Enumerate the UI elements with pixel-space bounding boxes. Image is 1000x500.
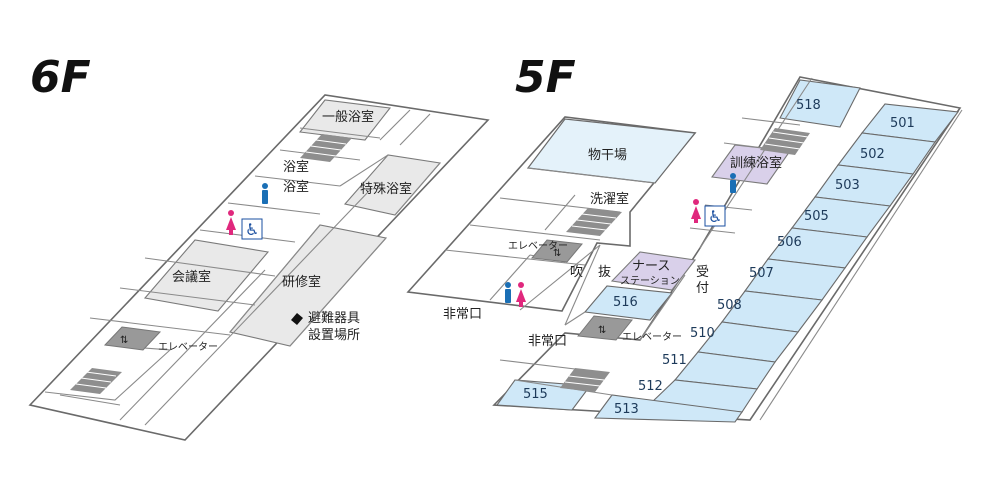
room-nurse-station[interactable] — [610, 251, 697, 291]
label-nuke: 抜 — [598, 264, 611, 280]
male-icon — [505, 282, 511, 303]
label-tsuke: 付 — [696, 281, 709, 296]
label-ippan-yokushitsu: 一般浴室 — [322, 109, 374, 125]
female-icon — [691, 199, 701, 223]
label-elevator-6f: エレベーター — [158, 341, 218, 353]
label-nurse-1: ナース — [632, 259, 670, 274]
label-yokushitsu-1: 浴室 — [283, 159, 309, 175]
room-number-511: 511 — [662, 353, 687, 368]
room-number-501: 501 — [890, 116, 915, 131]
label-uke: 受 — [696, 265, 709, 280]
stairs-6f-top — [300, 134, 352, 162]
room-number-506: 506 — [777, 235, 802, 250]
floor-5f-partitions — [444, 77, 963, 421]
label-nurse-2: ステーション — [620, 276, 680, 287]
label-emergency-exit-2: 非常口 — [528, 334, 567, 349]
label-tokushu-yokushitsu: 特殊浴室 — [360, 181, 412, 197]
accessible-icon: ♿ — [241, 218, 263, 240]
floor-5f-title: 5F — [515, 52, 576, 103]
male-icon — [730, 173, 736, 193]
label-elevator-5f-1: エレベーター — [508, 240, 568, 252]
room-number-503: 503 — [835, 178, 860, 193]
svg-text:♿: ♿ — [245, 220, 259, 239]
stairs-5f-bottom — [560, 368, 610, 392]
room-number-518: 518 — [796, 98, 821, 113]
stairs-6f-bottom — [70, 368, 122, 394]
room-518[interactable] — [779, 79, 861, 128]
accessible-icon: ♿ — [704, 205, 726, 227]
elevator-6f — [103, 326, 162, 351]
label-evac-1: 避難器具 — [308, 311, 360, 326]
svg-text:♿: ♿ — [708, 207, 722, 226]
room-number-515: 515 — [523, 387, 548, 402]
room-number-502: 502 — [860, 147, 885, 162]
room-513[interactable] — [593, 394, 743, 423]
room-number-513: 513 — [614, 402, 639, 417]
label-sentakushitsu: 洗濯室 — [590, 191, 629, 207]
room-number-516: 516 — [613, 295, 638, 310]
elevator-5f-1-icon: ⇅ — [553, 248, 561, 259]
room-kaigishitsu[interactable] — [143, 239, 270, 312]
label-fuki: 吹 — [570, 265, 583, 280]
label-kunren-yokushitsu: 訓練浴室 — [730, 155, 782, 171]
floor-6f-title: 6F — [30, 52, 91, 103]
label-kaigishitsu: 会議室 — [172, 269, 211, 285]
floor-6f-outline — [28, 94, 490, 441]
female-icon — [516, 282, 526, 307]
label-evac-2: 設置場所 — [308, 327, 360, 343]
label-elevator-5f-2: エレベーター — [622, 331, 682, 343]
floor-5f: 5F — [406, 52, 963, 423]
stairs-5f-left — [566, 208, 622, 236]
room-number-507: 507 — [749, 266, 774, 281]
female-icon — [226, 210, 236, 235]
elevator-5f-2-icon: ⇅ — [598, 325, 606, 336]
stairs-5f-right — [760, 128, 810, 155]
elevator-6f-icon: ⇅ — [120, 335, 128, 346]
label-kenshushitsu: 研修室 — [282, 274, 321, 290]
male-icon — [262, 183, 268, 204]
room-number-505: 505 — [804, 209, 829, 224]
floor-6f-partitions — [44, 109, 441, 426]
room-number-510: 510 — [690, 326, 715, 341]
label-monohoshiba: 物干場 — [588, 148, 627, 163]
elevator-5f-1 — [531, 239, 583, 263]
floor-6f: 6F — [28, 52, 490, 441]
room-number-508: 508 — [717, 298, 742, 313]
room-number-512: 512 — [638, 379, 663, 394]
floor-5f-left-wing — [406, 116, 697, 312]
elevator-5f-2 — [577, 315, 633, 341]
label-emergency-exit-1: 非常口 — [443, 307, 482, 322]
evacuation-equipment-marker — [291, 313, 303, 325]
label-yokushitsu-2: 浴室 — [283, 179, 309, 195]
